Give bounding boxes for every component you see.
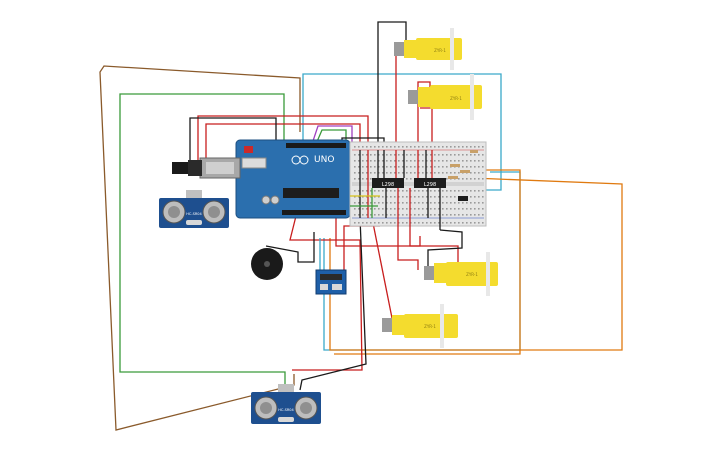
- wire-red-motor-top: [395, 51, 400, 150]
- usb-port-icon: [199, 157, 241, 179]
- ultrasonic-sensor-1[interactable]: HC-SR04: [159, 190, 229, 228]
- resistors: [448, 150, 478, 201]
- wire-red-top-1: [197, 115, 369, 176]
- wire-black-motor-top: [377, 21, 407, 150]
- driver-chip-1-label: L298: [382, 182, 394, 188]
- board-logo-text: UNO: [314, 155, 334, 165]
- buzzer-icon[interactable]: [251, 248, 283, 280]
- wire-black-top: [189, 117, 277, 176]
- wire-red-top-2: [205, 123, 361, 176]
- ultrasonic-2-label: HC-SR04: [278, 408, 294, 412]
- wire-brown-left: [99, 65, 301, 431]
- breadboard-jumpers: [350, 150, 441, 230]
- wire-red-motor-2b: [417, 81, 431, 150]
- driver-chip-2-label: L298: [424, 182, 436, 188]
- dc-motor-4[interactable]: ZYR-1: [382, 304, 458, 348]
- wire-black-bottom: [265, 232, 315, 263]
- wires: [99, 21, 623, 431]
- driver-chip-2[interactable]: L298: [414, 178, 446, 188]
- ultrasonic-sensor-2[interactable]: HC-SR04: [251, 384, 321, 424]
- power-jack-icon: [172, 160, 202, 176]
- wire-black-down-motor3: [427, 229, 463, 268]
- motor-2-label: ZYR-1: [450, 96, 462, 101]
- driver-chip-1[interactable]: L298: [372, 178, 404, 188]
- wifi-module-icon[interactable]: [315, 269, 347, 295]
- wire-red-bottom-1: [289, 215, 363, 371]
- dc-motor-3[interactable]: ZYR-1: [424, 252, 498, 296]
- dc-motor-1[interactable]: ZYR-1: [394, 28, 462, 70]
- dc-motor-2[interactable]: ZYR-1: [408, 74, 482, 120]
- wire-orange-right: [329, 177, 623, 351]
- wire-cyan-top: [302, 73, 502, 191]
- arduino-uno-board[interactable]: UNO: [235, 139, 351, 219]
- ultrasonic-1-label: HC-SR04: [186, 212, 202, 216]
- wire-red-down-motor3: [409, 230, 459, 262]
- wire-orange-inner: [334, 169, 521, 355]
- wire-red-down-motor4: [371, 217, 393, 319]
- wire-green-left: [119, 93, 286, 384]
- motor-1-label: ZYR-1: [434, 48, 446, 53]
- reset-button[interactable]: [244, 146, 253, 153]
- wire-red-right-1: [397, 230, 419, 270]
- motor-3-label: ZYR-1: [466, 272, 478, 277]
- wire-black-sensor2: [299, 217, 367, 391]
- motor-4-label: ZYR-1: [424, 324, 436, 329]
